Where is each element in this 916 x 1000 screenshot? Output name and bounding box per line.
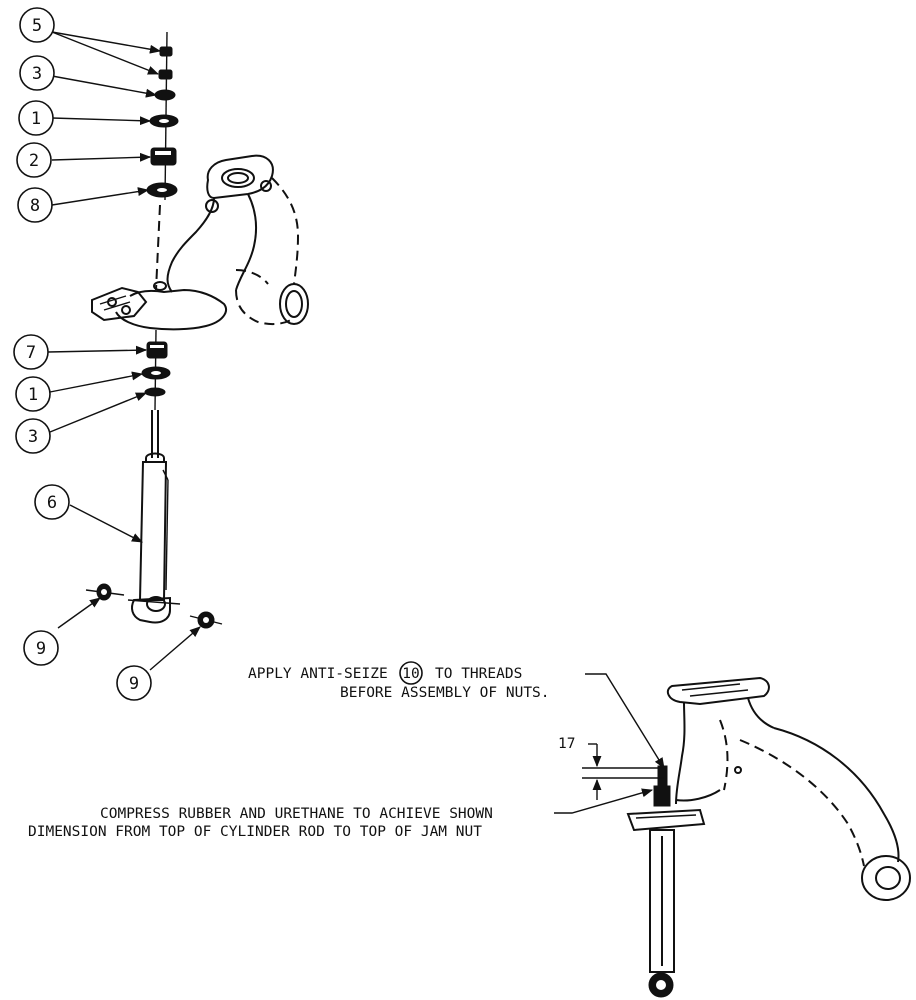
assembled-view [626, 676, 911, 998]
balloon-1-lower: 1 [15, 376, 51, 412]
dimension-label: 17 [558, 736, 575, 752]
part-balloons: 5 3 1 2 8 7 1 3 6 9 9 [13, 7, 152, 701]
svg-text:9: 9 [129, 674, 139, 694]
balloon-3-lower: 3 [15, 418, 51, 454]
balloon-6: 6 [34, 484, 70, 520]
svg-text:1: 1 [31, 109, 41, 129]
balloon-9-right: 9 [116, 665, 152, 701]
svg-text:9: 9 [36, 639, 46, 659]
svg-text:6: 6 [47, 493, 57, 513]
bushings-9 [85, 583, 223, 629]
svg-text:3: 3 [32, 64, 42, 84]
svg-text:5: 5 [32, 16, 42, 36]
svg-text:3: 3 [28, 427, 38, 447]
dimension-17: 17 [558, 736, 664, 800]
svg-text:8: 8 [30, 196, 40, 216]
svg-text:APPLY ANTI-SEIZE: APPLY ANTI-SEIZE [248, 666, 388, 682]
svg-text:BEFORE ASSEMBLY OF NUTS.: BEFORE ASSEMBLY OF NUTS. [340, 685, 550, 701]
leader-lines [47, 31, 201, 671]
balloon-1-upper: 1 [18, 100, 54, 136]
steering-knuckle-upper [91, 154, 309, 331]
hardware-parts-lower [141, 341, 171, 397]
svg-text:TO THREADS: TO THREADS [435, 666, 522, 682]
balloon-2: 2 [16, 142, 52, 178]
hardware-parts-upper [146, 46, 179, 198]
note-anti-seize: APPLY ANTI-SEIZE 10 TO THREADS BEFORE AS… [248, 661, 665, 769]
balloon-9-left: 9 [23, 630, 59, 666]
svg-text:7: 7 [26, 343, 36, 363]
balloon-8: 8 [17, 187, 53, 223]
svg-text:DIMENSION FROM TOP OF CYLINDER: DIMENSION FROM TOP OF CYLINDER ROD TO TO… [28, 824, 482, 840]
hydraulic-cylinder [127, 410, 181, 624]
anti-seize-ref-balloon: 10 [402, 666, 419, 682]
svg-text:COMPRESS RUBBER AND URETHANE T: COMPRESS RUBBER AND URETHANE TO ACHIEVE … [100, 806, 493, 822]
balloon-3-upper: 3 [19, 55, 55, 91]
svg-text:1: 1 [28, 385, 38, 405]
balloon-5: 5 [19, 7, 55, 43]
svg-text:2: 2 [29, 151, 39, 171]
note-compress: COMPRESS RUBBER AND URETHANE TO ACHIEVE … [28, 788, 654, 840]
balloon-7: 7 [13, 334, 49, 370]
